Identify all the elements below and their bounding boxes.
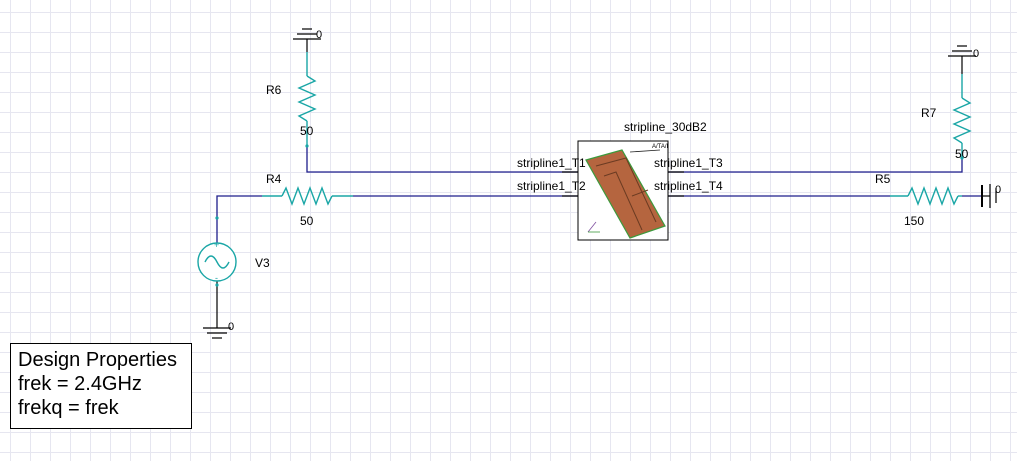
resistor-r7[interactable]: R7 50 [921,74,972,161]
resistor-name: R5 [875,172,891,186]
port-label-t1: stripline1_T1 [517,156,586,170]
voltage-source-v3[interactable]: + - V3 [197,240,270,283]
stripline-coupler[interactable]: A/TA/I stripline_30dB2 stripline1_T1 str… [517,120,723,241]
resistor-name: R6 [266,83,282,97]
resistor-name: R4 [266,172,282,186]
ground-label: 0 [228,321,234,333]
design-property-frekq: frekq = frek [18,397,119,419]
resistor-value: 50 [955,147,969,161]
resistor-value: 50 [300,214,314,228]
ground-label: 0 [316,29,322,41]
resistor-r6[interactable]: R6 50 [266,52,317,146]
coupler-corner-tag: A/TA/I [652,144,669,150]
wires [216,146,982,243]
wire-t3-to-r7[interactable] [668,158,963,173]
resistor-name: R7 [921,106,937,120]
port-label-t3: stripline1_T3 [654,156,723,170]
resistor-r5[interactable]: R5 150 [875,172,962,228]
source-name: V3 [255,256,270,270]
design-property-frek: frek = 2.4GHz [18,373,142,395]
wire-v3-to-r4[interactable] [216,195,262,243]
ground-label: 0 [973,48,979,60]
resistor-r4[interactable]: R4 50 [262,172,353,228]
port-terminal[interactable]: 0 [981,184,1001,208]
design-properties-box[interactable]: Design Properties frek = 2.4GHz frekq = … [10,343,192,429]
resistor-value: 50 [300,124,314,138]
design-properties-title: Design Properties [18,349,177,371]
ground-symbol-r7[interactable]: 0 [948,45,979,74]
resistor-value: 150 [904,214,924,228]
coupler-layout-icon [585,149,666,239]
sine-wave-icon [204,255,230,269]
ground-symbol-r6[interactable]: 0 [293,28,322,52]
wire-r6-to-t1[interactable] [306,146,578,173]
port-label-t4: stripline1_T4 [654,179,723,193]
coupler-name: stripline_30dB2 [624,120,707,134]
port-label-t2: stripline1_T2 [517,179,586,193]
junction-dots [215,144,964,287]
ground-symbol-v3[interactable]: 0 [203,281,234,339]
minus-sign: - [215,273,218,283]
ground-label: 0 [995,184,1001,196]
plus-sign: + [214,240,219,250]
